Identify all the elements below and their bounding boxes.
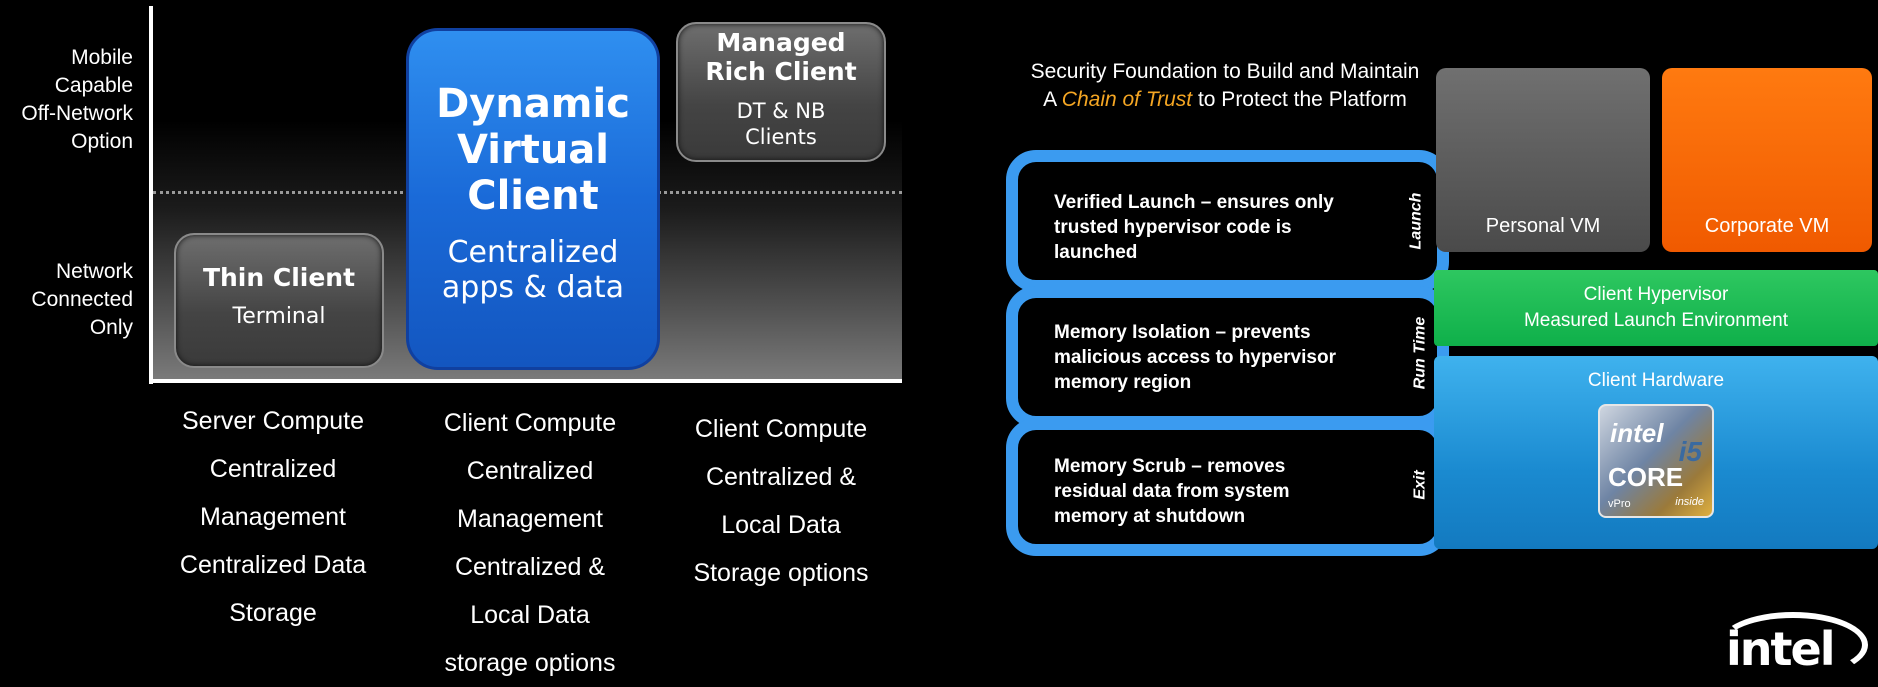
dynamic-client-subtitle: Centralized apps & data [441, 235, 625, 305]
thin-client-subtitle: Terminal [232, 304, 326, 329]
intel-core-i5-badge: intel i5 CORE vPro inside [1598, 404, 1714, 518]
client-hypervisor-box: Client Hypervisor Measured Launch Enviro… [1434, 270, 1878, 346]
y-label-network: Network Connected Only [31, 260, 133, 339]
chain-of-trust-highlight: Chain of Trust [1061, 88, 1193, 111]
y-axis [149, 6, 153, 384]
card-label-run-time: Run Time [1411, 316, 1429, 390]
card-label-launch: Launch [1407, 192, 1425, 250]
intel-logo-swoosh [1718, 612, 1868, 678]
personal-vm-label: Personal VM [1485, 215, 1601, 237]
dynamic-client-title: Dynamic Virtual Client [436, 81, 630, 219]
thin-client-box: Thin Client Terminal [174, 233, 384, 368]
client-hardware-label: Client Hardware [1587, 370, 1725, 391]
card-verified-launch-text: Verified Launch – ensures only trusted h… [1054, 192, 1334, 263]
corporate-vm-box: Corporate VM [1662, 68, 1872, 252]
corporate-vm-label: Corporate VM [1704, 215, 1830, 237]
chain-of-trust-title: Security Foundation to Build and Maintai… [1030, 60, 1420, 111]
card-memory-scrub-text: Memory Scrub – removes residual data fro… [1054, 456, 1290, 527]
thin-client-title: Thin Client [202, 263, 356, 292]
personal-vm-box: Personal VM [1436, 68, 1650, 252]
column-client-compute-2: Client Compute Centralized & Local Data … [693, 415, 869, 587]
x-axis [149, 379, 902, 383]
card-verified-launch: Verified Launch – ensures only trusted h… [1006, 150, 1449, 292]
managed-client-title: Managed Rich Client [705, 28, 857, 86]
managed-rich-client-box: Managed Rich Client DT & NB Clients [676, 22, 886, 162]
column-client-compute-1: Client Compute Centralized Management Ce… [443, 409, 617, 677]
card-label-exit: Exit [1411, 470, 1429, 500]
column-server-compute: Server Compute Centralized Management Ce… [179, 407, 367, 627]
intel-logo-text: intel [1726, 622, 1835, 676]
y-label-mobile: Mobile Capable Off-Network Option [21, 46, 133, 153]
client-hardware-box: Client Hardware intel i5 CORE vPro insid… [1434, 356, 1878, 549]
dynamic-virtual-client-box: Dynamic Virtual Client Centralized apps … [406, 28, 660, 370]
card-memory-isolation: Memory Isolation – prevents malicious ac… [1006, 286, 1449, 428]
managed-client-subtitle: DT & NB Clients [736, 99, 826, 149]
card-memory-scrub: Memory Scrub – removes residual data fro… [1006, 418, 1449, 556]
card-memory-isolation-text: Memory Isolation – prevents malicious ac… [1054, 322, 1336, 393]
